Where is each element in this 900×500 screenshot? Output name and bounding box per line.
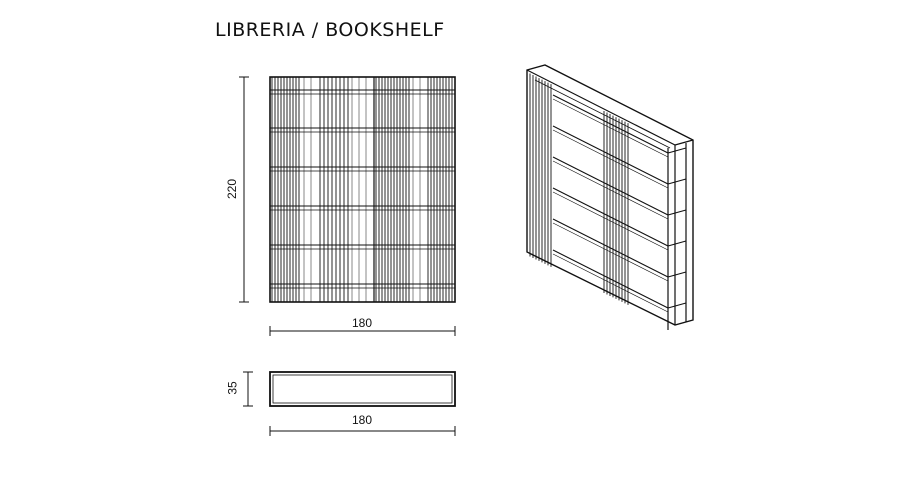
- drawing-line: [667, 271, 687, 278]
- drawing-line: [667, 240, 687, 247]
- drawing-title: LIBRERIA / BOOKSHELF: [215, 19, 445, 41]
- drawing-line: [552, 160, 669, 220]
- drawing-line: [667, 209, 687, 216]
- drawing-line: [552, 125, 669, 185]
- drawing-line: [667, 302, 687, 309]
- drawing-line: [552, 191, 669, 251]
- drawing-line: [552, 253, 669, 313]
- isometric-view: [526, 64, 694, 330]
- drawing-line: [552, 222, 669, 282]
- front-outline: [269, 76, 456, 303]
- top-width-label: 180: [352, 413, 373, 427]
- drawing-line: [552, 218, 669, 278]
- top-view: [269, 371, 456, 407]
- front-width-label: 180: [352, 316, 373, 330]
- front-dimension-lines: [239, 76, 456, 336]
- drawing-line: [552, 249, 669, 309]
- top-view-inner: [272, 374, 453, 404]
- front-slats: [271, 77, 453, 302]
- drawing-line: [667, 147, 687, 154]
- top-view-outer: [269, 371, 456, 407]
- drawing-line: [552, 94, 669, 154]
- iso-middle-slats: [603, 111, 629, 305]
- iso-outline: [526, 64, 694, 326]
- drawing-line: [552, 98, 669, 158]
- drawing-line: [552, 156, 669, 216]
- front-elevation: [269, 76, 456, 303]
- top-dimension-lines: [243, 371, 456, 436]
- iso-shelves: [552, 94, 687, 313]
- drawing-line: [552, 129, 669, 189]
- drawing-line: [552, 187, 669, 247]
- front-shelves: [270, 89, 455, 289]
- drawing-line: [667, 178, 687, 185]
- iso-left-slats: [529, 73, 552, 267]
